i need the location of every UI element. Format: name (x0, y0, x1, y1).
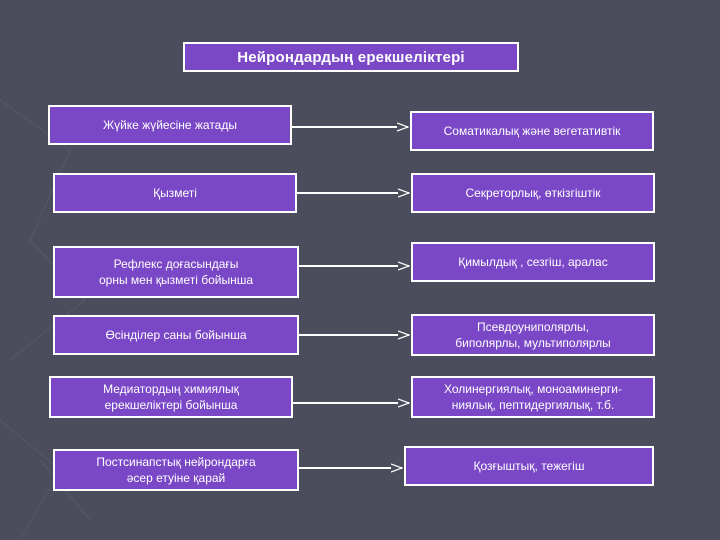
left-box-4-label: Өсінділер саны бойынша (105, 328, 247, 342)
left-box-3: Рефлекс доғасындағы орны мен қызметі бой… (53, 246, 299, 298)
left-box-1-label: Жүйке жүйесіне жатады (103, 118, 237, 132)
left-box-4: Өсінділер саны бойынша (53, 315, 299, 355)
right-box-4: Псевдоуниполярлы, биполярлы, мультиполяр… (411, 314, 655, 356)
right-box-1-label: Соматикалық және вегетативтік (443, 124, 621, 138)
left-box-5-label: Медиатордың химиялық ерекшеліктері бойын… (103, 382, 239, 412)
right-box-2-label: Секреторлық, өткізгіштік (465, 186, 601, 200)
left-box-6: Постсинапстық нейрондарға әсер етуіне қа… (53, 449, 299, 491)
right-box-5: Холинергиялық, моноаминерги- ниялық, пеп… (411, 376, 655, 418)
right-box-3: Қимылдық , сезгіш, аралас (411, 242, 655, 282)
left-box-1: Жүйке жүйесіне жатады (48, 105, 292, 145)
right-box-1: Соматикалық және вегетативтік (410, 111, 654, 151)
diagram-title: Нейрондардың ерекшеліктері (183, 42, 519, 72)
left-box-3-label: Рефлекс доғасындағы орны мен қызметі бой… (98, 257, 254, 287)
right-box-2: Секреторлық, өткізгіштік (411, 173, 655, 213)
right-box-6-label: Қозғыштық, тежегіш (473, 459, 585, 473)
left-box-6-label: Постсинапстық нейрондарға әсер етуіне қа… (96, 455, 256, 485)
right-box-6: Қозғыштық, тежегіш (404, 446, 654, 486)
right-box-5-label: Холинергиялық, моноаминерги- ниялық, пеп… (444, 382, 622, 412)
left-box-2: Қызметі (53, 173, 297, 213)
left-box-2-label: Қызметі (153, 186, 197, 200)
right-box-3-label: Қимылдық , сезгіш, аралас (458, 255, 608, 269)
left-box-5: Медиатордың химиялық ерекшеліктері бойын… (49, 376, 293, 418)
right-box-4-label: Псевдоуниполярлы, биполярлы, мультиполяр… (455, 320, 611, 350)
